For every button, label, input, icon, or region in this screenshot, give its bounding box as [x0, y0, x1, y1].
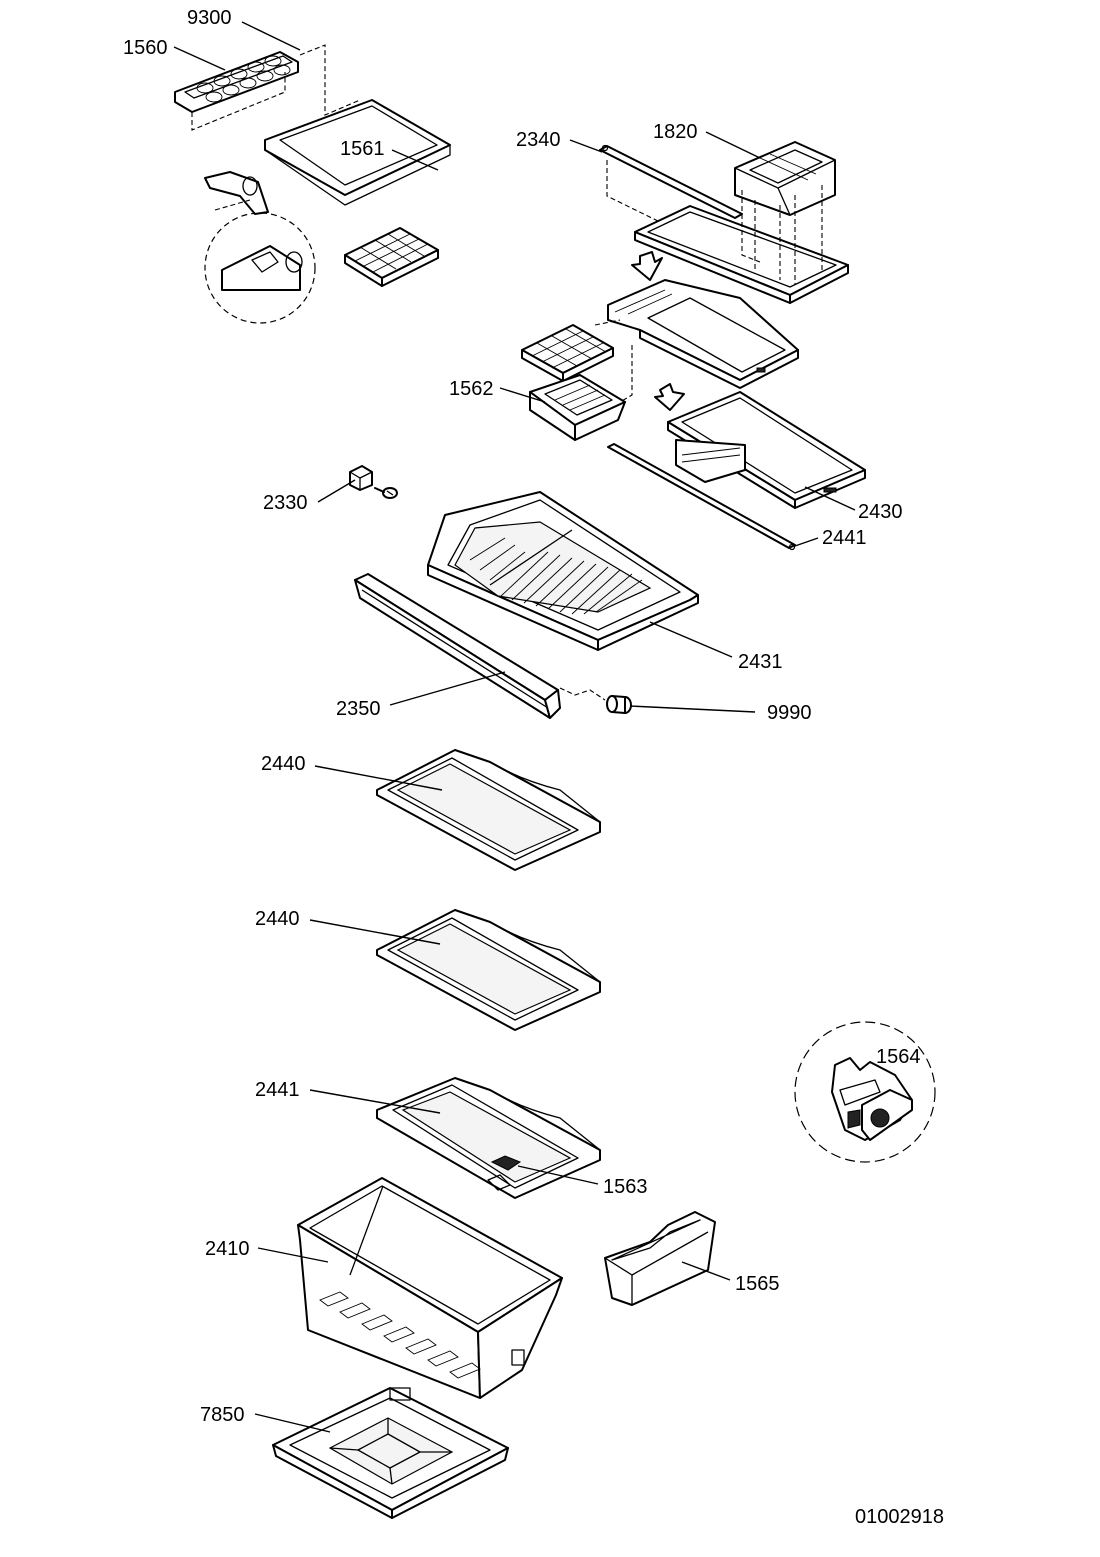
assembly-line-2340: [606, 160, 661, 223]
callout-1563: 1563: [603, 1176, 648, 1198]
drawing-number: 01002918: [855, 1506, 944, 1528]
glass-shelf-2430: [667, 391, 866, 509]
trim-strip-2441: [607, 443, 796, 551]
callout-7850: 7850: [200, 1404, 245, 1426]
detail-leader-line: [214, 199, 251, 211]
callout-2430: 2430: [858, 501, 903, 523]
assembly-line-9300: [299, 44, 361, 116]
detail-circle-hinge: [204, 212, 316, 324]
callout-2330: 2330: [263, 492, 308, 514]
callout-1565: 1565: [735, 1273, 780, 1295]
clip-1563: [487, 1155, 522, 1191]
shelf-trim-rod-2340: [599, 144, 743, 219]
detail-circle-1564: [794, 1021, 936, 1163]
crisper-cover-2431: [427, 491, 699, 651]
screw: [374, 487, 398, 499]
hinge-bracket: [204, 171, 269, 215]
callout-9990: 9990: [767, 702, 812, 724]
chiller-drawer-1562: [529, 374, 626, 441]
callout-1560: 1560: [123, 37, 168, 59]
hinge-pin-9990: [606, 695, 632, 714]
callout-2340: 2340: [516, 129, 561, 151]
assembly-arrow-2: [654, 383, 685, 411]
callout-1561: 1561: [340, 138, 385, 160]
callout-2410: 2410: [205, 1238, 250, 1260]
callout-2440-upper: 2440: [261, 753, 306, 775]
crisper-drawer-2410: [297, 1177, 563, 1399]
assembly-lines-1820: [741, 185, 823, 285]
ice-cube-tray-1560: [174, 51, 299, 113]
assembly-arrow-1: [631, 251, 663, 281]
crisper-flap-2350: [354, 573, 561, 719]
callout-2350: 2350: [336, 698, 381, 720]
callout-2431: 2431: [738, 651, 783, 673]
freezer-shelf-frame-1561: [264, 99, 451, 206]
ice-grid-rack: [344, 227, 439, 287]
dairy-compartment-1820: [734, 141, 836, 216]
callout-labels: 9300 1560 1561 2340 1820 1562 2330 2430 …: [123, 7, 944, 1528]
glass-shelf-2440-lower: [376, 909, 601, 1031]
callout-1562: 1562: [449, 378, 494, 400]
glass-shelf-2441: [376, 1077, 601, 1199]
callout-2441-shelf: 2441: [255, 1079, 300, 1101]
assembly-line-9990: [559, 687, 606, 701]
door-bin-1565: [604, 1211, 716, 1306]
assembly-line-chiller: [594, 319, 633, 403]
grid-rack-chiller: [521, 324, 614, 382]
callout-1820: 1820: [653, 121, 698, 143]
chiller-cover-assembly: [607, 279, 799, 389]
callout-9300: 9300: [187, 7, 232, 29]
callout-2440-lower: 2440: [255, 908, 300, 930]
assembly-line-1560: [191, 72, 286, 131]
callout-2441-strip: 2441: [822, 527, 867, 549]
callout-1564: 1564: [876, 1046, 921, 1068]
drip-tray-7850: [272, 1387, 509, 1519]
screw-cap-2330: [349, 465, 373, 491]
leader-lines: [173, 21, 856, 1433]
glass-shelf-2440-upper: [376, 749, 601, 871]
